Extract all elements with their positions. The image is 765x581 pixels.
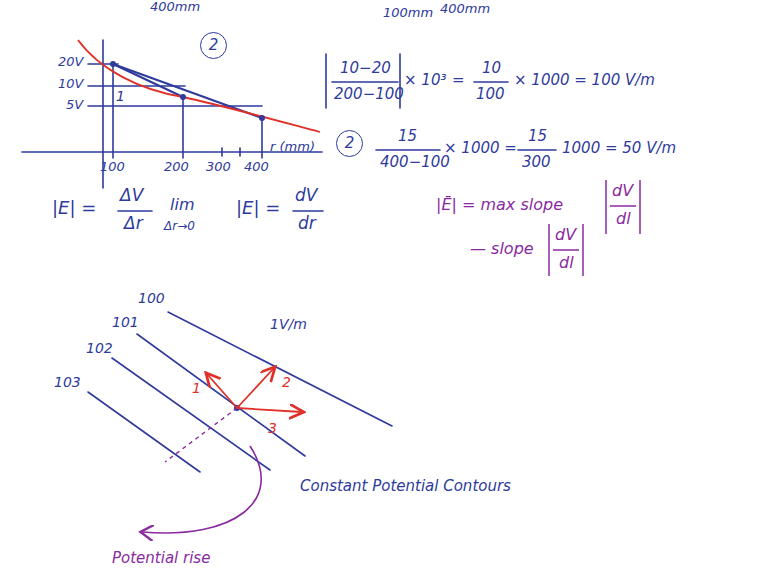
note-text: Δr xyxy=(124,214,143,234)
note-text: 400mm xyxy=(150,0,200,15)
note-text: 2 xyxy=(282,374,291,390)
direction-arrow xyxy=(237,368,274,408)
note-text: r (mm) xyxy=(270,140,315,155)
note-text: dV xyxy=(295,186,317,206)
note-text: 300 xyxy=(522,154,551,171)
note-text: 200 xyxy=(164,160,189,175)
note-text: 400mm xyxy=(440,2,490,17)
note-text: dl xyxy=(559,254,574,272)
note-text: 100mm xyxy=(383,6,433,21)
note-text: 1 xyxy=(116,88,125,104)
note-text: 15 xyxy=(528,128,547,145)
note-text: dV xyxy=(612,182,633,200)
note-text: × 10³ xyxy=(404,72,446,89)
note-text: dV xyxy=(555,226,576,244)
note-text: 10V xyxy=(58,77,83,92)
contour-line xyxy=(168,312,392,426)
note-text: 102 xyxy=(86,340,113,356)
note-text: |E| = xyxy=(52,198,96,219)
note-text: × 1000 = 100 V/m xyxy=(514,72,655,89)
note-text: 5V xyxy=(66,98,83,113)
note-text: = xyxy=(452,72,465,89)
callout-number: 2 xyxy=(345,136,355,151)
note-text: 200−100 xyxy=(334,86,404,103)
note-text: lim xyxy=(170,196,194,214)
note-text: |E| = xyxy=(236,198,280,219)
note-text: × 1000 = xyxy=(444,140,517,157)
note-text: 1000 = 50 V/m xyxy=(562,140,676,157)
note-text: Δr→0 xyxy=(164,220,195,234)
potential-curve xyxy=(78,40,320,132)
note-text: 103 xyxy=(54,374,81,390)
note-text: 20V xyxy=(58,55,83,70)
note-text: dr xyxy=(298,214,316,234)
note-text: — slope xyxy=(470,240,534,258)
contour-line xyxy=(137,334,305,456)
note-text: dl xyxy=(616,210,631,228)
direction-arrow xyxy=(207,374,237,408)
note-text: Potential rise xyxy=(112,550,210,567)
circled-number: 2 xyxy=(200,32,227,59)
note-text: 400 xyxy=(244,160,269,175)
note-text: Constant Potential Contours xyxy=(300,478,511,495)
note-text: 100 xyxy=(138,290,165,306)
note-text: 400−100 xyxy=(380,154,450,171)
note-text: 300 xyxy=(206,160,231,175)
note-text: 100 xyxy=(476,86,505,103)
contour-line xyxy=(88,392,200,472)
note-text: |Ē| = max slope xyxy=(436,196,563,214)
note-text: 3 xyxy=(268,420,277,436)
note-text: 15 xyxy=(398,128,417,145)
circled-number: 2 xyxy=(336,130,363,157)
note-text: 1 xyxy=(192,380,201,396)
rise-arrow xyxy=(142,446,261,533)
note-text: 101 xyxy=(112,314,139,330)
callout-number: 2 xyxy=(209,38,219,53)
note-text: 1V/m xyxy=(270,316,307,332)
note-text: 10 xyxy=(482,60,501,77)
direction-arrow xyxy=(237,408,302,412)
note-text: 10−20 xyxy=(340,60,391,77)
note-text: ΔV xyxy=(120,186,143,206)
note-text: 100 xyxy=(100,160,125,175)
